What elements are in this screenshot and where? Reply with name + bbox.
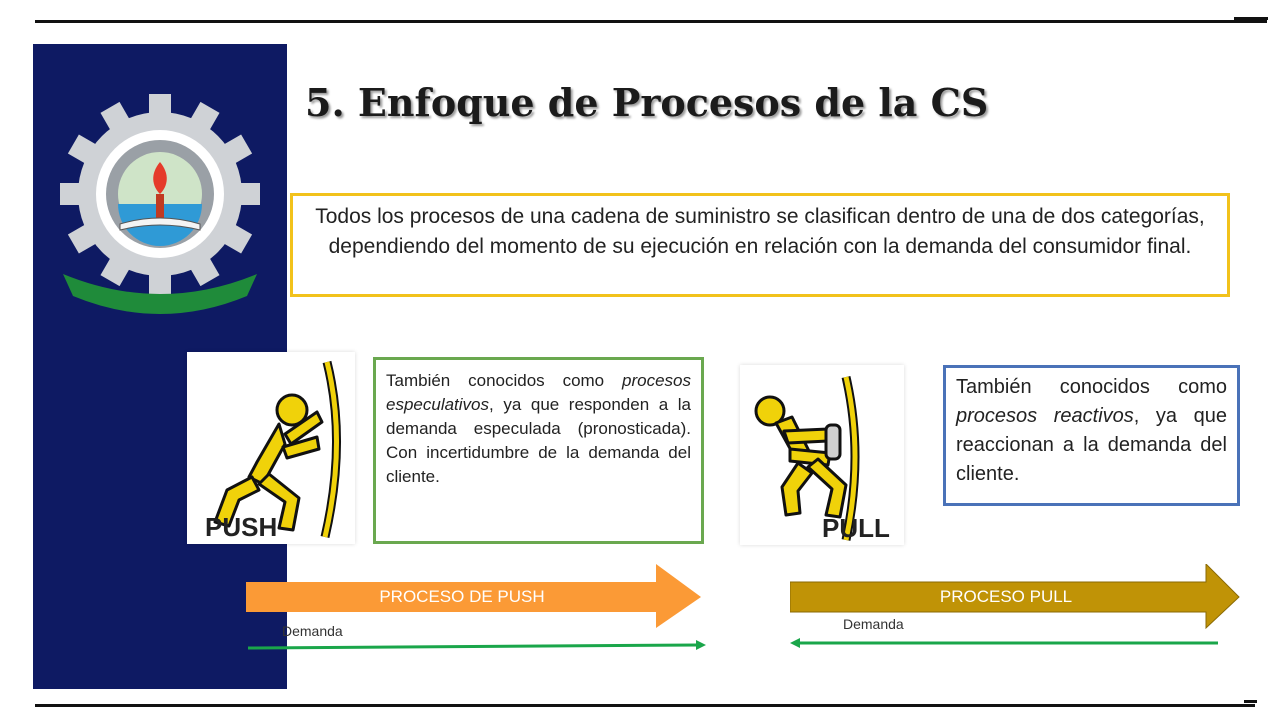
push-demand-arrow [247, 640, 706, 650]
push-text-italic: procesos especulativos [386, 371, 691, 414]
push-figure-icon [187, 352, 341, 544]
push-image-label: PUSH [205, 512, 278, 542]
top-border-line [35, 20, 1267, 23]
pull-arrow-label: PROCESO PULL [939, 587, 1073, 606]
intro-text: Todos los procesos de una cadena de sumi… [315, 205, 1205, 258]
pull-demand-label: Demanda [843, 616, 904, 632]
pull-text-italic: procesos reactivos [956, 405, 1134, 427]
pull-text-suffix: , ya que reaccionan a la demanda del cli… [956, 405, 1227, 485]
push-description-box: También conocidos como procesos especula… [373, 357, 704, 544]
pull-image: PULL [740, 365, 904, 545]
bottom-border-line [35, 704, 1255, 707]
pull-process-arrow [790, 564, 1240, 630]
gear-icon [60, 94, 260, 294]
pull-figure-icon [754, 375, 860, 541]
push-text-suffix: , ya que responden a la demanda especula… [386, 395, 691, 486]
institute-logo [60, 94, 260, 314]
slide-title: 5. Enfoque de Procesos de la CS [305, 80, 989, 125]
push-process-arrow [246, 564, 701, 628]
push-text-prefix: También conocidos como [386, 371, 623, 390]
ribbon [63, 274, 257, 314]
pull-image-label: PULL [822, 513, 890, 543]
pull-demand-arrow [790, 638, 1218, 648]
push-demand-label: Demanda [282, 623, 343, 639]
top-border-accent [1234, 17, 1268, 20]
bottom-border-accent [1244, 700, 1257, 703]
pull-description-box: También conocidos como procesos reactivo… [943, 365, 1240, 506]
push-image: PUSH [187, 352, 355, 544]
pull-text-prefix: También conocidos como [956, 376, 1227, 398]
intro-textbox: Todos los procesos de una cadena de sumi… [290, 193, 1230, 297]
push-arrow-label: PROCESO DE PUSH [379, 587, 545, 606]
